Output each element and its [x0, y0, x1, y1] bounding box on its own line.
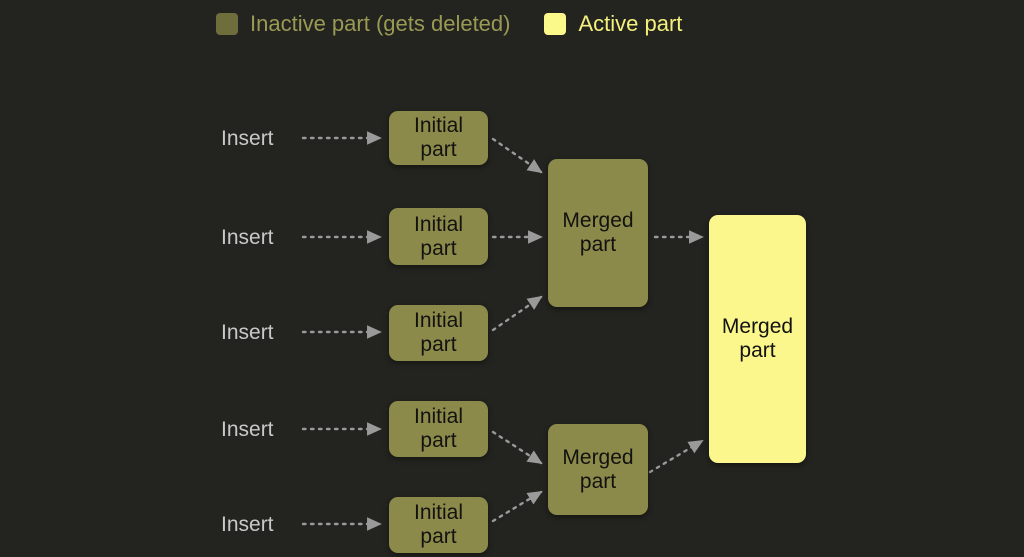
initial-part-label-3: Initial part — [413, 309, 464, 356]
merged-part-node-2[interactable]: Merged part — [548, 424, 648, 515]
legend-label-active: Active part — [578, 11, 683, 36]
legend: Inactive part (gets deleted) Active part — [216, 8, 682, 40]
edge-initial-4-to-merged-2 — [491, 430, 543, 465]
initial-part-node-1[interactable]: Initial part — [389, 111, 488, 165]
merged-part-label-2: Merged part — [562, 445, 634, 493]
merged-part-label-1: Merged part — [562, 209, 634, 256]
insert-label-4: Insert — [221, 418, 274, 441]
initial-part-node-4[interactable]: Initial part — [389, 401, 488, 457]
legend-item-inactive: Inactive part (gets deleted) — [216, 13, 510, 35]
insert-label-3: Insert — [221, 321, 274, 344]
edge-initial-5-to-merged-2 — [491, 490, 543, 523]
legend-item-active: Active part — [544, 13, 682, 35]
insert-label-1: Insert — [221, 127, 274, 150]
initial-part-label-1: Initial part — [413, 114, 464, 161]
final-merged-part-label: Merged part — [721, 315, 794, 362]
merged-part-node-1[interactable]: Merged part — [548, 159, 648, 307]
edge-merged-2-to-final — [648, 439, 704, 474]
initial-part-label-4: Initial part — [413, 405, 464, 452]
initial-part-node-5[interactable]: Initial part — [389, 497, 488, 553]
initial-part-node-3[interactable]: Initial part — [389, 305, 488, 361]
legend-label-inactive: Inactive part (gets deleted) — [250, 11, 511, 36]
initial-part-label-5: Initial part — [413, 501, 464, 548]
initial-part-node-2[interactable]: Initial part — [389, 208, 488, 265]
edge-initial-1-to-merged-1 — [491, 137, 543, 174]
final-merged-part-node[interactable]: Merged part — [709, 215, 806, 463]
inactive-part-swatch-icon — [216, 13, 238, 35]
insert-label-5: Insert — [221, 513, 274, 536]
initial-part-label-2: Initial part — [413, 212, 464, 260]
active-part-swatch-icon — [544, 13, 567, 35]
edge-initial-3-to-merged-1 — [491, 295, 543, 332]
insert-label-2: Insert — [221, 226, 274, 249]
